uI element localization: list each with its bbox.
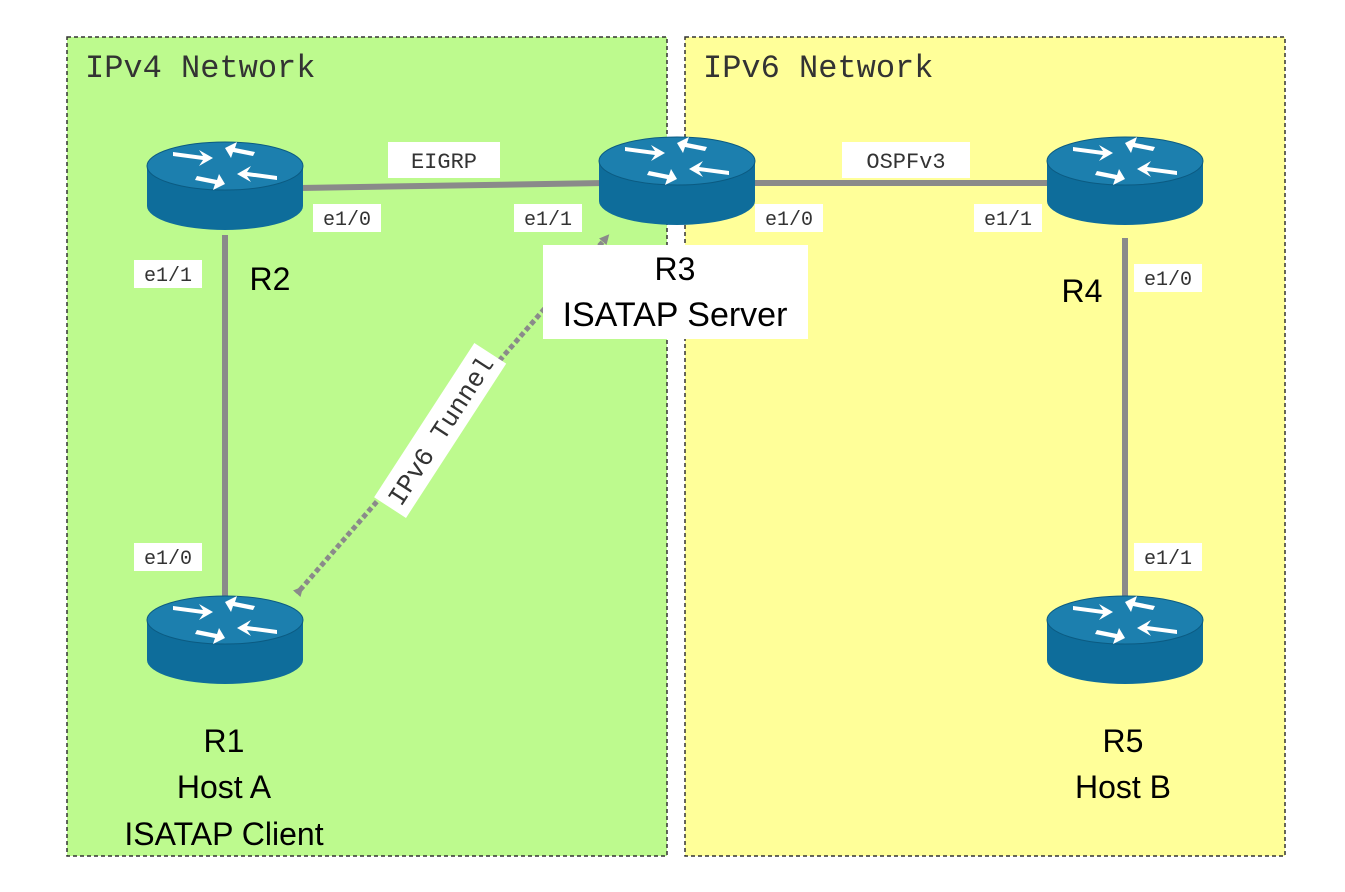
if-bg (313, 204, 381, 232)
router-r3[interactable] (598, 136, 756, 226)
router-r3-name: R3 (655, 251, 696, 287)
router-r5-name: R5 (1103, 723, 1144, 759)
router-r4[interactable] (1046, 136, 1204, 226)
if-bg (1134, 543, 1202, 571)
if-bg (514, 204, 582, 232)
tunnel-label-bg (374, 342, 507, 518)
interface-label-r1-e1-0: e1/0 (144, 548, 192, 571)
router-r3-role: ISATAP Server (563, 296, 788, 334)
r3-label-bg (543, 245, 808, 339)
interface-label-r4-e1-0: e1/0 (1144, 269, 1192, 292)
eigrp-label: EIGRP (411, 150, 477, 175)
router-r2-name: R2 (250, 261, 291, 297)
router-r1[interactable] (146, 595, 304, 685)
interface-label-r3-e1-0: e1/0 (765, 209, 813, 232)
ospfv3-label-bg (842, 142, 970, 178)
ipv4-network-label: IPv4 Network (85, 50, 315, 87)
router-r1-role: ISATAP Client (124, 816, 323, 852)
interface-label-r2-e1-0: e1/0 (323, 209, 371, 232)
interface-label-r2-e1-1: e1/1 (144, 265, 192, 288)
router-icon (598, 136, 756, 226)
if-bg (134, 543, 202, 571)
if-bg (755, 204, 823, 232)
interface-label-r3-e1-1: e1/1 (524, 209, 572, 232)
if-bg (134, 260, 202, 288)
if-bg (974, 204, 1042, 232)
router-r5-host: Host B (1075, 769, 1171, 805)
router-icon (146, 595, 304, 685)
if-bg (1134, 264, 1202, 292)
router-r1-name: R1 (204, 723, 245, 759)
router-icon (1046, 595, 1204, 685)
router-r1-host: Host A (177, 769, 272, 805)
router-r5[interactable] (1046, 595, 1204, 685)
ospfv3-label: OSPFv3 (866, 150, 945, 175)
router-r4-name: R4 (1062, 273, 1103, 309)
ipv6-network-label: IPv6 Network (703, 50, 933, 87)
router-r2[interactable] (146, 141, 304, 231)
router-icon (1046, 136, 1204, 226)
link-r2-r3 (299, 180, 606, 191)
interface-label-r5-e1-1: e1/1 (1144, 548, 1192, 571)
eigrp-label-bg (388, 142, 500, 178)
router-icon (146, 141, 304, 231)
interface-label-r4-e1-1: e1/1 (984, 209, 1032, 232)
